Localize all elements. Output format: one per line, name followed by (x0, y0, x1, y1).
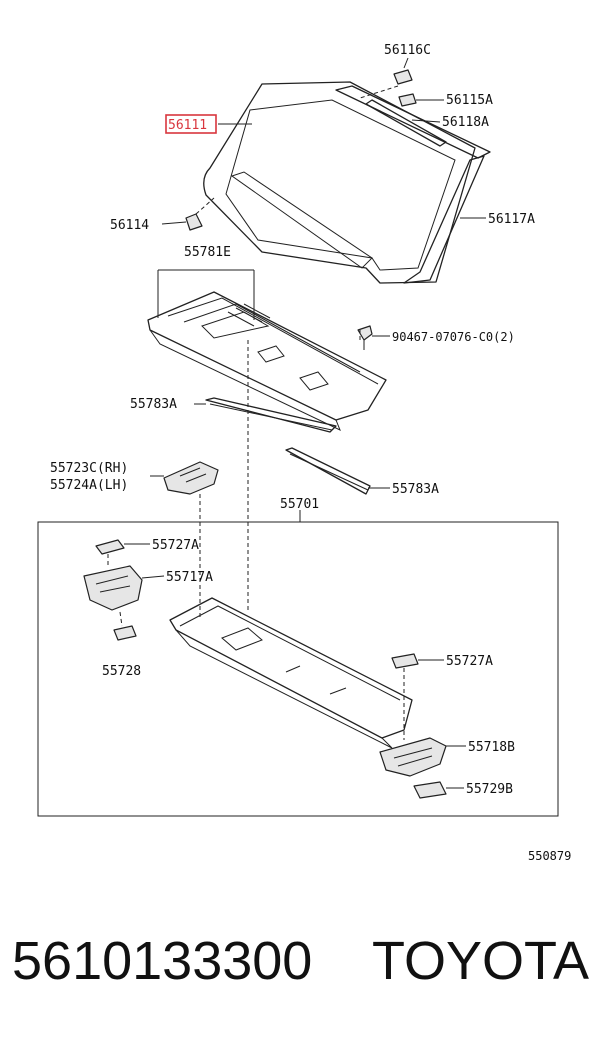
label-56114: 56114 (110, 218, 149, 233)
part-number: 5610133300 (12, 931, 313, 991)
brace-55717a (83, 565, 143, 627)
label-56118a: 56118A (442, 115, 489, 130)
label-55718b: 55718B (468, 740, 515, 755)
seal-55783a-upper (205, 397, 337, 433)
leader-56118a (411, 119, 441, 123)
label-55783a-upper: 55783A (130, 397, 177, 412)
strip-56118a (365, 99, 447, 147)
cowl-louver-55781e (147, 291, 387, 432)
plate-55728 (113, 625, 137, 641)
leader-55717a (141, 575, 165, 579)
clip-90467 (357, 325, 373, 350)
label-56116c: 56116C (384, 43, 431, 58)
clip-56116c (359, 69, 413, 99)
footer: 5610133300 TOYOTA (0, 930, 600, 1010)
seal-55783a-lower (285, 447, 371, 495)
highlight-box-56111 (165, 114, 217, 134)
plate-55729b (413, 781, 447, 799)
bracket-55723c-55724a (163, 461, 219, 495)
reference-code: 550879 (528, 849, 571, 863)
leader-56116c (403, 57, 409, 69)
clip-56115a (398, 93, 417, 107)
label-56115a: 56115A (446, 93, 493, 108)
label-55781e: 55781E (184, 245, 231, 260)
label-56111: 56111 (168, 118, 207, 133)
label-55724a: 55724A(LH) (50, 478, 128, 493)
label-55701: 55701 (280, 497, 319, 512)
bracket-55781e (157, 269, 255, 320)
bracket-55727a-left (95, 539, 125, 568)
label-55783a-lower: 55783A (392, 482, 439, 497)
bracket-55727a-right (391, 653, 419, 740)
label-55727a-right: 55727A (446, 654, 493, 669)
windshield-glass (203, 81, 476, 284)
label-55717a: 55717A (166, 570, 213, 585)
windshield-molding-56117a (230, 85, 491, 284)
parts-diagram: 56116C 56111 56115A 56118A 56114 56117A … (37, 43, 571, 863)
cowl-panel-55701 (169, 597, 413, 749)
label-55723c: 55723C(RH) (50, 461, 128, 476)
label-56117a: 56117A (488, 212, 535, 227)
leader-56114 (161, 221, 187, 225)
label-55729b: 55729B (466, 782, 513, 797)
brace-55718b (379, 737, 447, 777)
assembly-box-55701 (37, 521, 559, 817)
clip-56114 (185, 197, 215, 231)
label-90467: 90467-07076-C0(2) (392, 330, 515, 344)
label-55728: 55728 (102, 664, 141, 679)
label-55727a-left: 55727A (152, 538, 199, 553)
brand-name: TOYOTA (372, 931, 590, 991)
